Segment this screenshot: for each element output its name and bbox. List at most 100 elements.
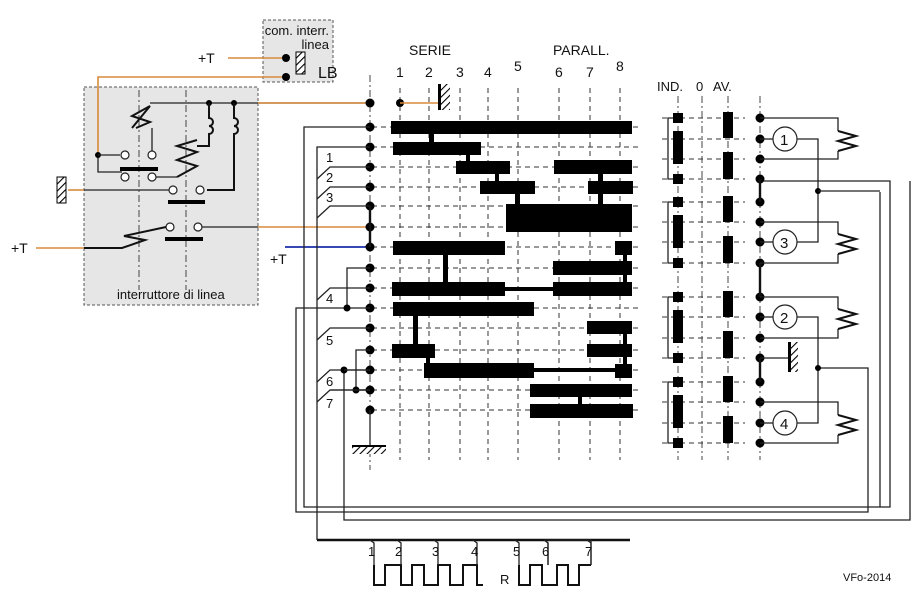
tap-label: 1 bbox=[326, 150, 333, 165]
line-breaker-caption: interruttore di linea bbox=[117, 287, 225, 302]
contact-icon bbox=[120, 172, 130, 182]
resistor-tap-label: 6 bbox=[542, 544, 549, 559]
wire bbox=[760, 117, 839, 131]
field-coil-icon bbox=[834, 414, 860, 436]
segment-link bbox=[413, 316, 418, 344]
field-coil-icon bbox=[834, 308, 860, 330]
segment bbox=[553, 282, 632, 296]
reverser-label-0: 0 bbox=[696, 79, 703, 94]
reverser-contact bbox=[723, 376, 733, 402]
segment-link bbox=[466, 155, 470, 161]
tap-wire bbox=[543, 539, 549, 565]
plus-t-label-top: +T bbox=[198, 50, 215, 66]
wire bbox=[295, 307, 869, 513]
position-label: 2 bbox=[425, 64, 433, 80]
terminal-dot bbox=[282, 73, 290, 81]
reverser-contact bbox=[723, 291, 733, 317]
junction-dot bbox=[815, 365, 821, 371]
serie-label: SERIE bbox=[409, 42, 451, 58]
resistor-tap-label: 1 bbox=[368, 544, 375, 559]
segment bbox=[615, 364, 632, 378]
resistor-tap-label: 3 bbox=[432, 544, 439, 559]
segment-link bbox=[534, 368, 616, 372]
contact-bar bbox=[168, 200, 205, 204]
reverser-contact bbox=[673, 353, 683, 363]
reverser-contact bbox=[673, 258, 683, 268]
segment-link bbox=[515, 194, 520, 204]
segment-link bbox=[429, 134, 434, 146]
tap-wire bbox=[472, 539, 478, 565]
ground-plate bbox=[438, 84, 441, 110]
wire bbox=[760, 401, 839, 415]
command-box-title-1: com. interr. bbox=[265, 23, 329, 38]
tap-label: 6 bbox=[326, 374, 333, 389]
position-lines bbox=[399, 88, 621, 460]
tap-wire bbox=[316, 327, 370, 341]
coil-icon bbox=[129, 105, 153, 129]
wire bbox=[343, 181, 911, 521]
resistor-right-icon bbox=[518, 564, 591, 586]
segment bbox=[393, 302, 534, 316]
contact-bar bbox=[120, 167, 158, 171]
tap-label: 4 bbox=[326, 291, 333, 306]
wire bbox=[760, 221, 839, 234]
contact-bar bbox=[165, 237, 203, 241]
tap-wire bbox=[396, 539, 402, 565]
segment bbox=[553, 261, 632, 275]
wire bbox=[797, 316, 819, 424]
motor-label: 3 bbox=[780, 235, 788, 252]
resistor-left-icon bbox=[373, 564, 483, 586]
wire bbox=[346, 267, 370, 308]
terminal-dot bbox=[365, 98, 375, 108]
ground-plate bbox=[788, 342, 791, 372]
reverser-link bbox=[667, 296, 673, 359]
junction-dot bbox=[343, 304, 351, 312]
segment bbox=[506, 204, 632, 232]
field-coil-icon bbox=[834, 130, 860, 152]
reverser-contact bbox=[673, 174, 683, 184]
reverser-contact bbox=[673, 377, 683, 387]
segment-link bbox=[505, 287, 553, 291]
reverser bbox=[662, 96, 765, 460]
tap-wire bbox=[316, 287, 370, 301]
segment-link bbox=[623, 255, 627, 283]
ground-icon bbox=[352, 445, 386, 454]
reverser-label-av: AV. bbox=[713, 79, 732, 94]
wire bbox=[797, 138, 819, 243]
segment bbox=[588, 181, 633, 194]
reverser-link bbox=[667, 201, 673, 264]
segment-link bbox=[623, 334, 627, 364]
tap-label: 2 bbox=[326, 170, 333, 185]
position-label: 8 bbox=[616, 58, 624, 74]
tap-wire bbox=[586, 539, 592, 565]
segment-link bbox=[495, 174, 499, 182]
resistor-tap-label: 2 bbox=[395, 544, 402, 559]
line-breaker-command-box: com. interr. linea LB +T bbox=[198, 19, 338, 83]
segment-link bbox=[426, 358, 430, 364]
position-label: 5 bbox=[514, 58, 522, 74]
tap-wire bbox=[316, 166, 370, 180]
command-box-title-2: linea bbox=[302, 37, 330, 52]
wire bbox=[760, 329, 839, 339]
terminal-dot bbox=[282, 54, 290, 62]
segment bbox=[530, 384, 632, 397]
tap-label: 5 bbox=[326, 333, 333, 348]
lb-coil-icon bbox=[295, 51, 306, 75]
resistor-tap-label: 4 bbox=[471, 544, 478, 559]
reverser-contact bbox=[673, 310, 683, 343]
segment bbox=[393, 142, 481, 155]
segment-link bbox=[598, 174, 603, 182]
motor-label: 2 bbox=[780, 310, 788, 327]
segment bbox=[392, 282, 505, 296]
reverser-contact bbox=[723, 112, 733, 138]
segment-link bbox=[598, 194, 603, 204]
reverser-contact bbox=[723, 331, 733, 358]
tap-label: 7 bbox=[326, 396, 333, 411]
position-label: 6 bbox=[555, 64, 563, 80]
tap-wire bbox=[316, 186, 370, 200]
ground-icon bbox=[56, 176, 67, 204]
credit-label: VFo-2014 bbox=[843, 572, 891, 584]
